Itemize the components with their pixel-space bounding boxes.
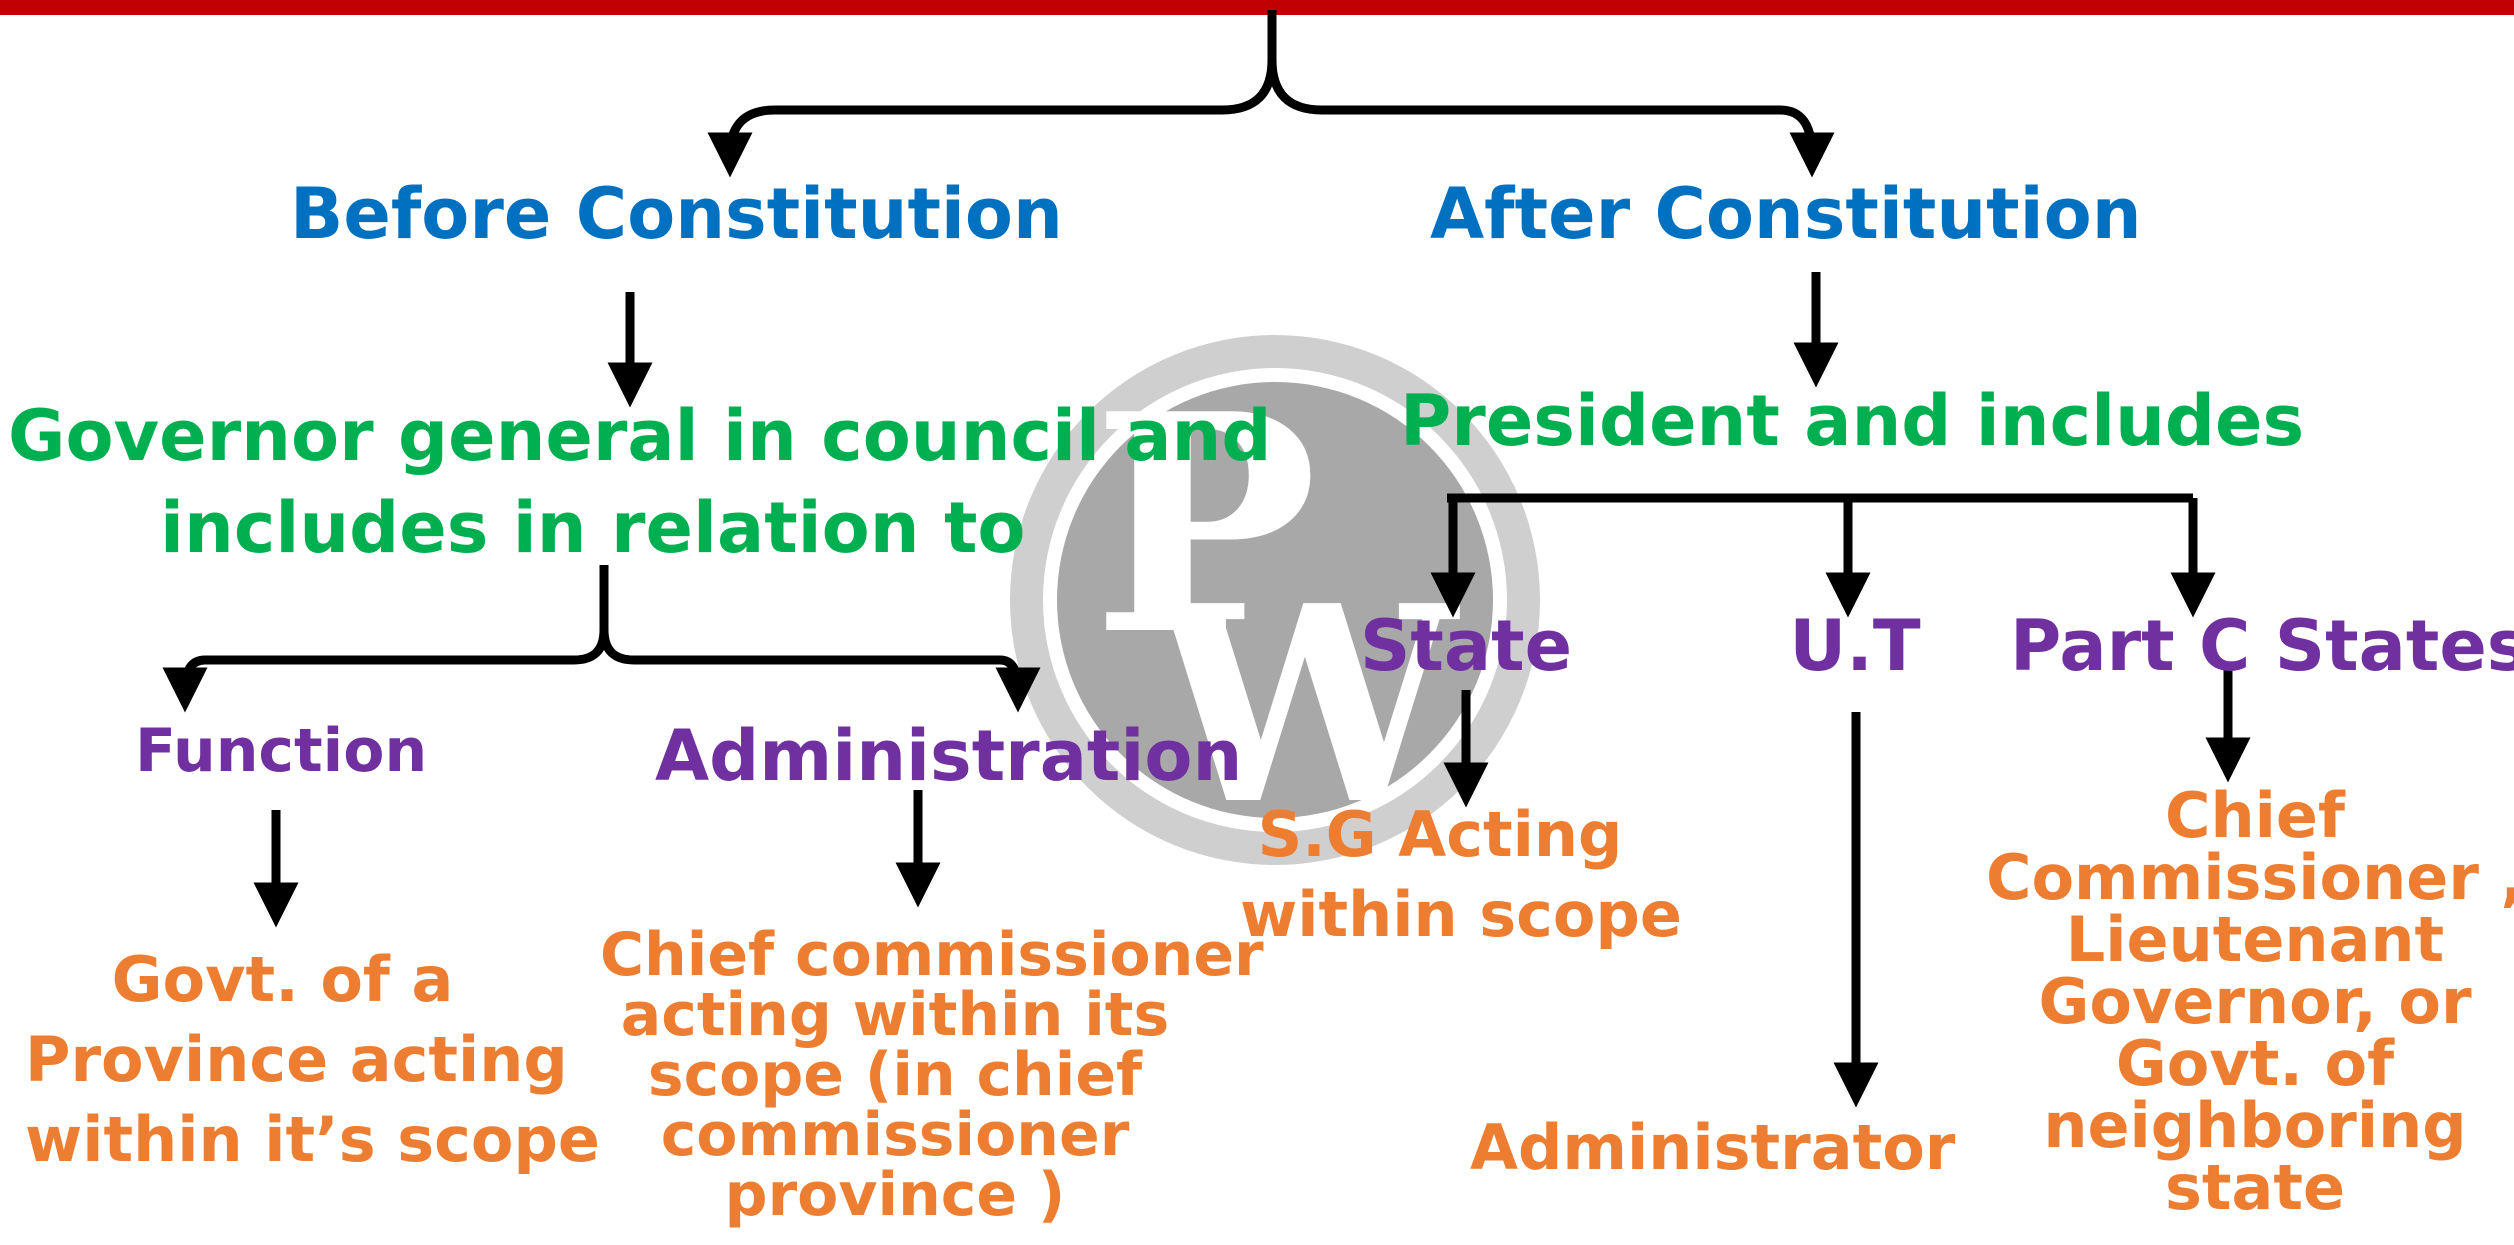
administration-detail-line: Chief commissioner bbox=[600, 920, 1264, 990]
function-detail-line: Govt. of a bbox=[111, 943, 454, 1016]
administration-detail-line: province ) bbox=[724, 1160, 1066, 1230]
after-constitution-heading: After Constitution bbox=[1430, 173, 2142, 255]
state-label: State bbox=[1360, 605, 1573, 687]
before-constitution-heading: Before Constitution bbox=[290, 173, 1063, 255]
ut-label: U.T bbox=[1789, 605, 1921, 687]
state-detail: S.G Acting within scope bbox=[1240, 795, 1682, 955]
part-c-detail-line: state bbox=[2164, 1151, 2346, 1224]
part-c-detail-line: Lieutenant bbox=[2065, 903, 2445, 976]
state-detail-line: within scope bbox=[1240, 878, 1682, 951]
ut-detail-administrator: Administrator bbox=[1470, 1111, 1956, 1184]
part-c-detail-line: Govt. of bbox=[2115, 1027, 2395, 1100]
governor-general-line2: includes in relation to bbox=[160, 487, 1026, 569]
function-detail: Govt. of a Province acting within it’s s… bbox=[25, 940, 600, 1180]
governor-general-line1: Governor general in council and bbox=[8, 395, 1272, 477]
state-detail-line: S.G Acting bbox=[1257, 798, 1623, 871]
part-c-detail: Chief Commissioner , Lieutenant Governor… bbox=[1985, 785, 2514, 1219]
function-label: Function bbox=[135, 716, 428, 786]
administration-detail: Chief commissioner acting within its sco… bbox=[600, 920, 1264, 1230]
part-c-detail-line: Governor, or bbox=[2038, 965, 2472, 1038]
administration-detail-line: commissioner bbox=[660, 1100, 1130, 1170]
part-c-detail-line: Commissioner , bbox=[1985, 841, 2514, 914]
svg-text:P: P bbox=[1092, 348, 1318, 701]
part-c-detail-line: neighboring bbox=[2043, 1089, 2467, 1162]
pw-watermark-logo: P W bbox=[1010, 335, 1540, 865]
president-heading: President and includes bbox=[1400, 380, 2305, 462]
administration-detail-line: acting within its bbox=[620, 980, 1170, 1050]
part-c-detail-line: Chief bbox=[2165, 779, 2345, 852]
part-c-states-label: Part C States bbox=[2010, 605, 2514, 687]
svg-text:W: W bbox=[1149, 546, 1461, 864]
administration-label: Administration bbox=[655, 715, 1243, 797]
administration-detail-line: scope (in chief bbox=[647, 1040, 1143, 1110]
top-banner bbox=[0, 0, 2514, 15]
function-detail-line: Province acting bbox=[25, 1023, 568, 1096]
function-detail-line: within it’s scope bbox=[25, 1103, 600, 1176]
